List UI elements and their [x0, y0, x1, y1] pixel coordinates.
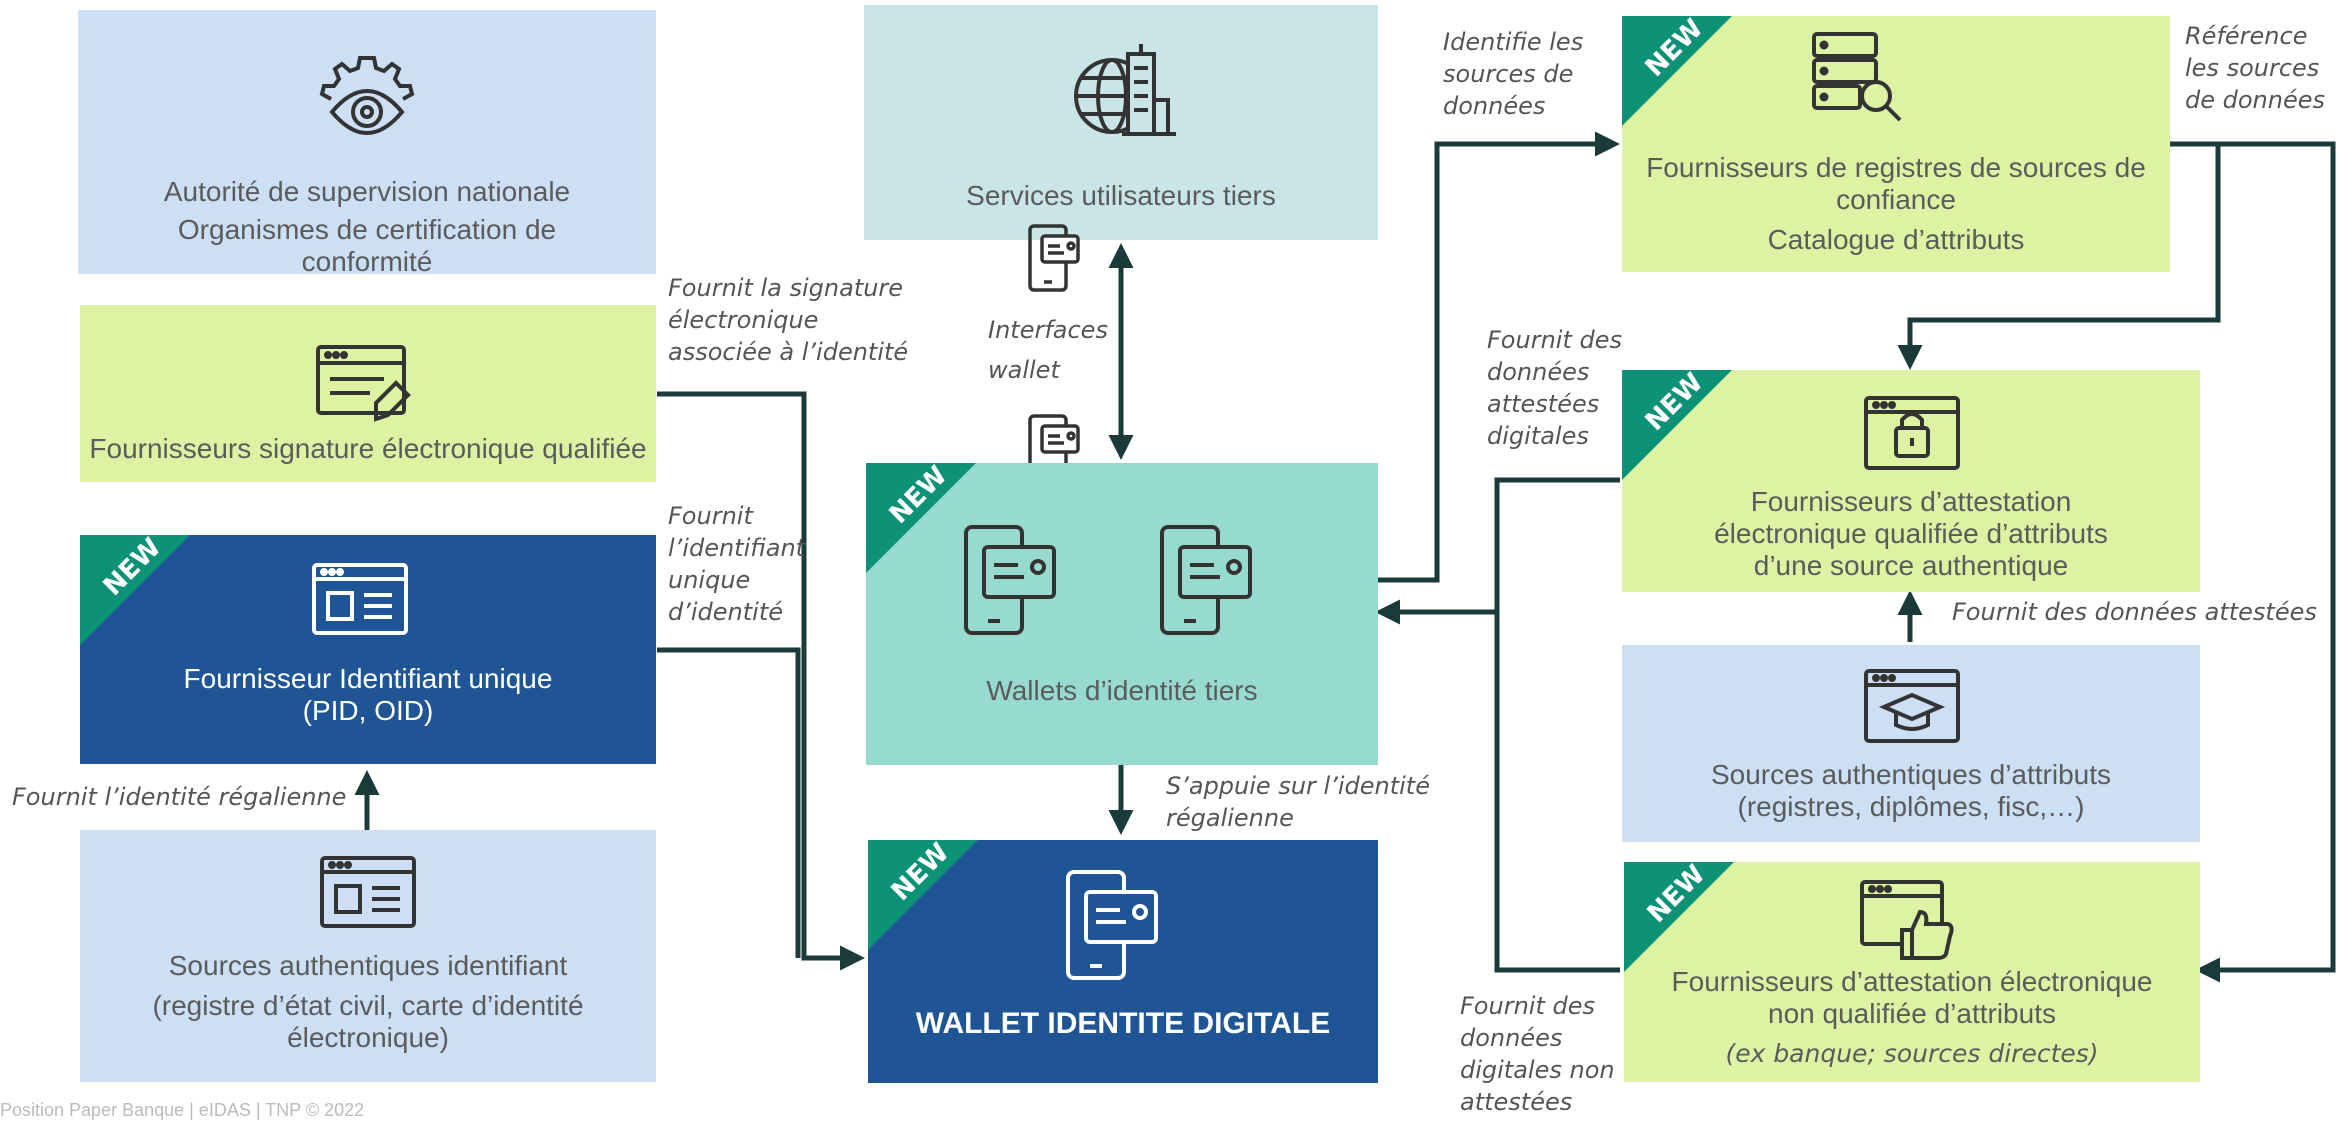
globe-building-icon: [1074, 44, 1176, 136]
database-search-icon: [1812, 32, 1902, 122]
new-badge: NEW: [80, 535, 190, 645]
phone-card-icon: [1028, 414, 1080, 482]
unique-id-line1: Fournisseur Identifiant unique: [183, 663, 553, 694]
supervision-line1: Autorité de supervision nationale: [163, 176, 571, 207]
third-party-wallets-label: Wallets d’identité tiers: [986, 675, 1258, 706]
thumbs-up-window-icon: [1860, 880, 1954, 960]
non-qualified-attestation-line3: (ex banque; sources directes): [1725, 1039, 2099, 1068]
signature-document-icon: [316, 345, 411, 422]
new-badge: NEW: [1622, 16, 1732, 126]
auth-sources-id-line1: Sources authentiques identifiant: [168, 950, 568, 981]
secure-window-lock-icon: [1864, 396, 1960, 470]
phone-card-icon: [1066, 870, 1158, 980]
box-auth-sources-attributes: Sources authentiques d’attributs (regist…: [1622, 645, 2200, 842]
auth-sources-id-line2: (registre d’état civil, carte d’identité: [152, 990, 584, 1021]
third-party-services-label: Services utilisateurs tiers: [966, 180, 1276, 211]
qualified-attestation-line2: électronique qualifiée d’attributs: [1714, 518, 2108, 549]
registries-line3: Catalogue d’attributs: [1767, 224, 2025, 255]
box-registries: NEW Fournisseurs de registres de sources…: [1622, 16, 2170, 272]
eye-gear-icon: [319, 56, 415, 135]
connector-provides-data: [1494, 477, 1620, 973]
non-qualified-attestation-line1: Fournisseurs d’attestation électronique: [1671, 966, 2153, 997]
new-badge: NEW: [1622, 370, 1732, 480]
unique-id-line2: (PID, OID): [302, 695, 434, 726]
connector-unique-id: [657, 647, 801, 958]
supervision-line3: conformité: [301, 246, 433, 274]
auth-sources-id-line3: électronique): [287, 1022, 449, 1053]
auth-sources-attributes-line2: (registres, diplômes, fisc,…): [1737, 791, 2085, 822]
id-card-icon: [320, 856, 416, 928]
box-third-party-services: Services utilisateurs tiers: [864, 5, 1378, 240]
box-supervision: Autorité de supervision nationale Organi…: [78, 10, 656, 274]
digital-wallet-label: WALLET IDENTITE DIGITALE: [915, 1007, 1331, 1040]
new-badge: NEW: [868, 840, 978, 950]
label-attested-data-2: Fournit des données attestées: [1952, 598, 2317, 626]
connector-signature: [657, 391, 865, 971]
non-qualified-attestation-line2: non qualifiée d’attributs: [1768, 998, 2056, 1029]
id-card-icon: [312, 563, 408, 635]
box-digital-wallet: NEW WALLET IDENTITE DIGITALE: [868, 840, 1378, 1083]
box-third-party-wallets: NEW Wallets d’identité tiers: [866, 463, 1378, 765]
box-auth-sources-id: Sources authentiques identifiant (regist…: [80, 830, 656, 1082]
qualified-attestation-line3: d’une source authentique: [1753, 550, 2069, 581]
qualified-signature-label: Fournisseurs signature électronique qual…: [89, 433, 647, 464]
graduation-cap-window-icon: [1864, 669, 1960, 743]
phone-card-icon: [1160, 525, 1252, 635]
qualified-attestation-line1: Fournisseurs d’attestation: [1750, 486, 2072, 517]
registries-line1: Fournisseurs de registres de sources de: [1646, 152, 2146, 183]
box-qualified-signature: Fournisseurs signature électronique qual…: [80, 305, 656, 482]
registries-line2: confiance: [1836, 184, 1956, 215]
new-badge: NEW: [866, 463, 976, 573]
new-badge: NEW: [1624, 862, 1734, 972]
supervision-line2: Organismes de certification de: [177, 214, 557, 245]
connector-references-2: [2195, 141, 2336, 983]
box-unique-id-provider: NEW Fournisseur Identifiant unique (PID,…: [80, 535, 656, 764]
box-qualified-attestation: NEW Fournisseurs d’attestation électroni…: [1622, 370, 2200, 592]
auth-sources-attributes-line1: Sources authentiques d’attributs: [1710, 759, 2112, 790]
phone-card-icon: [964, 525, 1056, 635]
connector-references-1: [1897, 141, 2221, 370]
phone-card-icon: [1028, 224, 1080, 292]
label-regalian: Fournit l’identité régalienne: [12, 783, 347, 811]
box-non-qualified-attestation: NEW Fournisseurs d’attestation électroni…: [1624, 862, 2200, 1082]
